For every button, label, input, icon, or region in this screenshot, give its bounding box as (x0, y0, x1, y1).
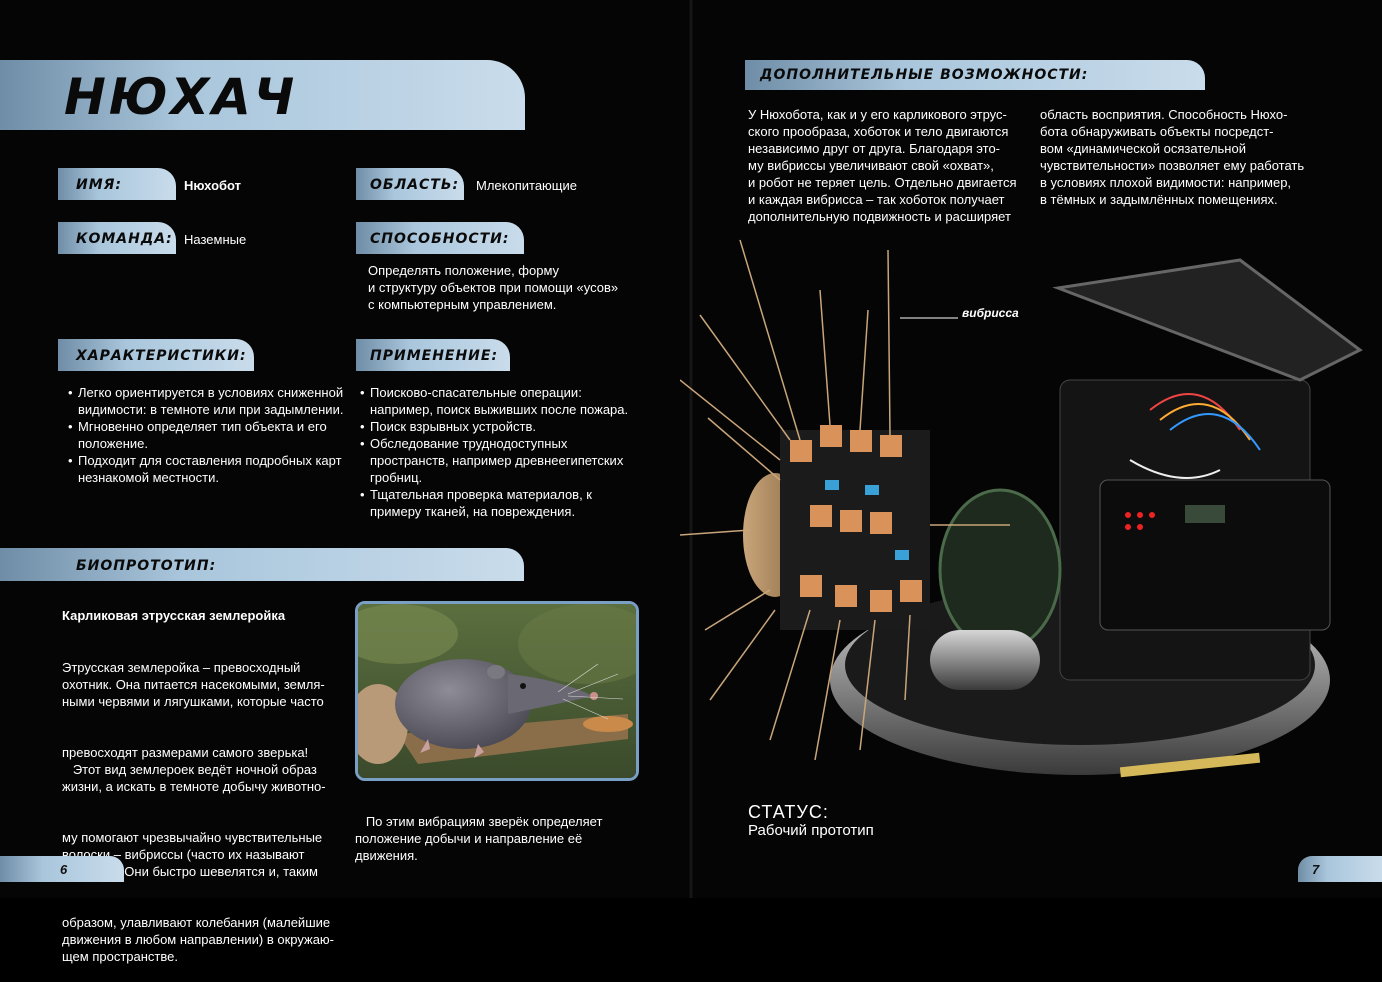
list-item: Поисково-спасательные операции: например… (356, 384, 636, 418)
robot-illustration (679, 230, 1380, 830)
list-item: Тщательная проверка материалов, к пример… (356, 486, 636, 520)
list-item: Легко ориентируется в условиях сниженной… (64, 384, 352, 418)
extra-features-label: ДОПОЛНИТЕЛЬНЫЕ ВОЗМОЖНОСТИ: (760, 67, 1089, 83)
name-tag (58, 168, 176, 200)
page-number-left: 6 (60, 862, 68, 877)
list-item: Подходит для составления подробных карт … (64, 452, 352, 486)
list-item: Поиск взрывных устройств. (356, 418, 636, 435)
bioprototype-banner (0, 548, 524, 581)
usage-label: ПРИМЕНЕНИЕ: (370, 348, 499, 364)
list-item: Обследование труднодоступных пространств… (356, 435, 636, 486)
extra-text-col1: У Нюхобота, как и у его карликового этру… (748, 107, 1017, 224)
usage-tag (356, 339, 510, 371)
team-label: КОМАНДА: (76, 231, 173, 247)
bioprototype-label: БИОПРОТОТИП: (76, 558, 217, 574)
abilities-label: СПОСОБНОСТИ: (370, 231, 510, 247)
name-value: Нюхобот (184, 178, 242, 193)
abilities-tag (356, 222, 524, 254)
abilities-text: Определять положение, форму и структуру … (368, 263, 619, 312)
page-title: НЮХАЧ (64, 68, 298, 126)
page-number-right-tab (1298, 856, 1382, 882)
status-heading: СТАТУС: (748, 802, 829, 822)
extra-text-col2: область восприятия. Способность Нюхо-бот… (1040, 107, 1305, 207)
area-value: Млекопитающие (476, 178, 577, 193)
title-banner (0, 60, 525, 130)
extra-features-banner (745, 60, 1205, 90)
book-gutter (688, 0, 694, 898)
features-label: ХАРАКТЕРИСТИКИ: (76, 348, 247, 364)
usage-list: Поисково-спасательные операции: например… (356, 384, 636, 520)
team-tag (58, 222, 176, 254)
area-tag (356, 168, 464, 200)
name-label: ИМЯ: (76, 177, 123, 193)
team-value: Наземные (184, 232, 247, 247)
status-value: Рабочий прототип (748, 822, 874, 839)
vibrissa-label: вибрисса (962, 306, 1019, 320)
features-list: Легко ориентируется в условиях сниженной… (64, 384, 352, 486)
area-label: ОБЛАСТЬ: (370, 177, 460, 193)
shrew-photo (355, 601, 639, 781)
list-item: Мгновенно определяет тип объекта и его п… (64, 418, 352, 452)
bio-heading: Карликовая этрусская землеройка (62, 608, 286, 623)
features-tag (58, 339, 254, 371)
page-number-left-tab (0, 856, 124, 882)
page-number-right: 7 (1312, 862, 1320, 877)
